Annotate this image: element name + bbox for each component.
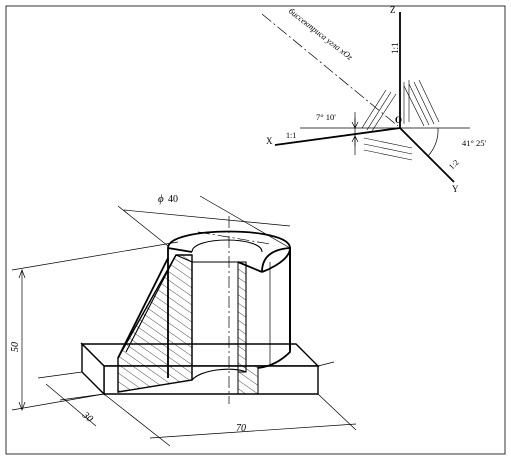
origin-hatch-zy (403, 79, 440, 127)
axes-diagram: Z 1:1 X 1:1 Y 1:2 O биссектриса угла xOz (261, 5, 487, 194)
top-ellipse-outer (167, 230, 291, 273)
dim-diameter-symbol: ϕ (158, 193, 164, 205)
rib-section (117, 254, 193, 393)
top-ellipse-inner (191, 239, 263, 253)
dim-depth-value: 30 (79, 409, 94, 424)
y-scale-label: 1:2 (447, 158, 461, 172)
dim-length-value: 70 (236, 423, 246, 434)
angle-y-arc (427, 127, 439, 157)
top-ring-cut (167, 247, 263, 273)
dim-depth: 30 (37, 371, 105, 427)
part-drawing: ϕ 40 50 30 70 (10, 193, 357, 447)
bottom-bore-curve (191, 368, 247, 381)
angle-x-label: 7° 10' (316, 112, 336, 122)
dim-height-value: 50 (10, 342, 21, 352)
angle-y-label: 41° 25' (462, 138, 487, 148)
y-axis (399, 127, 455, 183)
cylinder-right-curve (257, 247, 291, 369)
z-scale-label: 1:1 (390, 42, 400, 54)
x-axis (274, 127, 401, 146)
y-axis-label: Y (452, 184, 459, 194)
origin-hatch-xy (363, 137, 413, 161)
x-axis-label: X (266, 136, 273, 146)
dim-length: 70 (103, 393, 357, 447)
dim-height: 50 (10, 241, 179, 411)
rib-edge-outer (117, 257, 169, 359)
top-center-line (197, 231, 271, 245)
origin-hatch-z-right (403, 80, 410, 124)
origin-label: O (395, 115, 402, 125)
bisector-line (261, 13, 399, 127)
x-scale-label: 1:1 (286, 131, 296, 140)
origin-hatch-xz (361, 89, 397, 132)
drawing-frame (5, 5, 506, 455)
right-base-section (237, 365, 259, 395)
z-axis-label: Z (390, 5, 396, 15)
right-section (237, 261, 247, 373)
dim-diameter: ϕ 40 (117, 193, 291, 249)
base-right-ext (317, 361, 335, 367)
bisector-label: биссектриса угла xOz (287, 6, 356, 63)
top-ring-front (175, 254, 238, 263)
dim-diameter-value: 40 (168, 194, 178, 205)
